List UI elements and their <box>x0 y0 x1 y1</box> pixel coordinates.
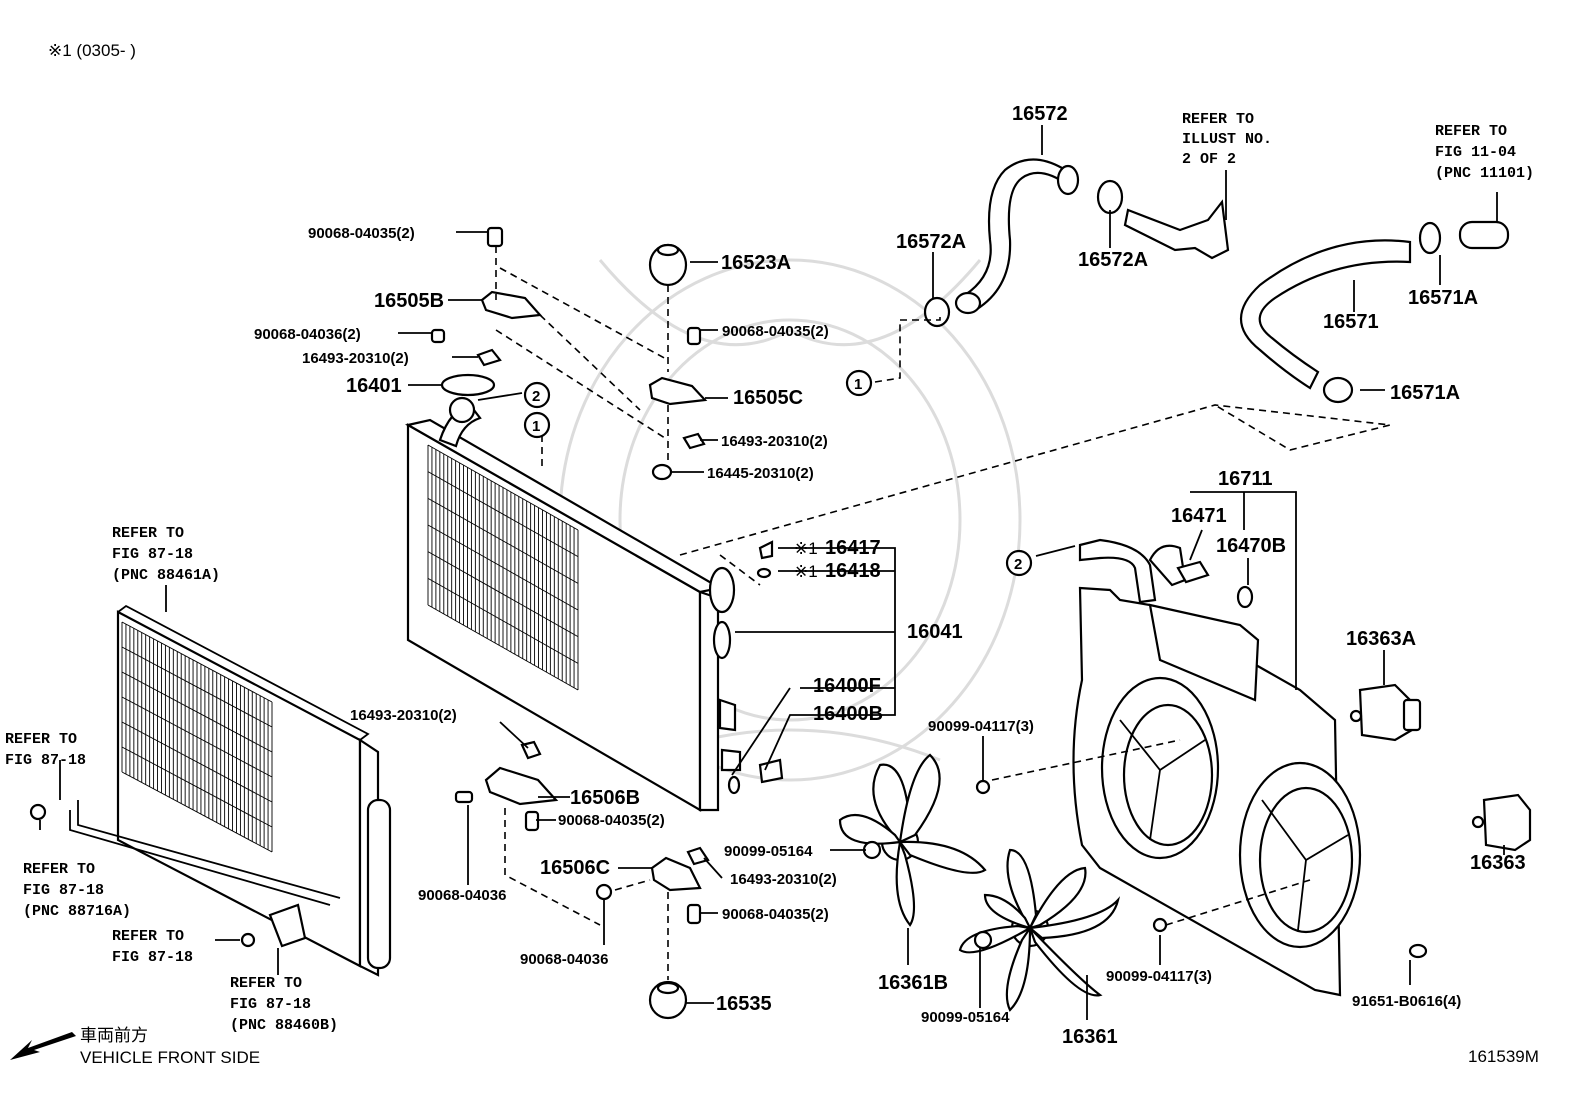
part-label-16505C: 16505C <box>733 387 803 409</box>
part-label-16363: 16363 <box>1470 852 1526 874</box>
part-label-16505B: 16505B <box>374 290 444 312</box>
figure-id: 161539M <box>1468 1047 1539 1066</box>
ref-illust-line1: REFER TO <box>1182 111 1254 128</box>
part-label-16572: 16572 <box>1012 103 1068 125</box>
callout-2-right: 2 <box>1014 556 1022 573</box>
part-label-16418: 16418 <box>825 560 881 582</box>
front-label-en: VEHICLE FRONT SIDE <box>80 1048 260 1067</box>
ref-88461A-line3: (PNC 88461A) <box>112 567 220 584</box>
part-label-16401: 16401 <box>346 375 402 397</box>
part-label-16417: 16417 <box>825 537 881 559</box>
part-label-16523A: 16523A <box>721 252 791 274</box>
mark-label-1b: ※1 <box>794 562 818 581</box>
bolt-label-90099-05164-a: 90099-05164 <box>724 843 813 860</box>
part-label-16506C: 16506C <box>540 857 610 879</box>
part-label-16041: 16041 <box>907 621 963 643</box>
ref-88460B-line3: (PNC 88460B) <box>230 1017 338 1034</box>
ref-8718-left-line2: FIG 87-18 <box>5 752 86 769</box>
hoses <box>923 158 1510 604</box>
clip-label-16493-20310-b: 16493-20310(2) <box>721 433 828 450</box>
part-label-16711: 16711 <box>1218 468 1273 490</box>
ref-88716A-line1: REFER TO <box>23 861 95 878</box>
ref-8718-mid-line2: FIG 87-18 <box>112 949 193 966</box>
bolt-label-91651-B0616: 91651-B0616(4) <box>1352 993 1461 1010</box>
fan-16361B <box>838 753 987 927</box>
watermark-logo <box>558 258 1022 782</box>
part-label-16572A-right: 16572A <box>1078 249 1148 271</box>
ref-88460B-line1: REFER TO <box>230 975 302 992</box>
part-label-16363A: 16363A <box>1346 628 1416 650</box>
small-fasteners <box>862 779 1168 950</box>
upper-brackets <box>430 226 708 481</box>
clip-label-16493-20310-d: 16493-20310(2) <box>730 871 837 888</box>
part-label-16361B: 16361B <box>878 972 948 994</box>
ref-fig1104-line2: FIG 11-04 <box>1435 144 1516 161</box>
ref-88461A-line1: REFER TO <box>112 525 184 542</box>
front-label-jp: 車両前方 <box>80 1026 148 1045</box>
ref-8718-mid-line1: REFER TO <box>112 928 184 945</box>
callout-2-top: 2 <box>532 388 540 405</box>
bolt-label-90099-05164-b: 90099-05164 <box>921 1009 1010 1026</box>
mark-label-1a: ※1 <box>794 539 818 558</box>
condenser <box>29 604 392 977</box>
part-label-16571A-top: 16571A <box>1408 287 1478 309</box>
bolt-label-90068-04036-2: 90068-04036(2) <box>254 326 361 343</box>
bolt-label-90068-04036-a: 90068-04036 <box>418 887 506 904</box>
ref-illust-line2: ILLUST NO. <box>1182 131 1272 148</box>
bolt-label-90068-04035-top: 90068-04035(2) <box>308 225 415 242</box>
bolt-label-90099-04117-b: 90099-04117(3) <box>1106 968 1212 985</box>
dashed-leaders <box>495 246 1391 980</box>
callout-circles <box>523 369 1033 577</box>
leader-lines <box>39 125 1505 1020</box>
part-label-16571: 16571 <box>1323 311 1379 333</box>
fan-16361 <box>958 848 1121 1012</box>
ref-fig1104-line1: REFER TO <box>1435 123 1507 140</box>
callout-1-left: 1 <box>532 418 540 435</box>
part-label-16470B: 16470B <box>1216 535 1286 557</box>
ref-88461A-line2: FIG 87-18 <box>112 546 193 563</box>
bolt-label-90068-04035-d: 90068-04035(2) <box>722 906 829 923</box>
vehicle-front-arrow-icon <box>10 1032 76 1060</box>
ref-fig1104-line3: (PNC 11101) <box>1435 165 1534 182</box>
clip-label-16493-20310-a: 16493-20310(2) <box>302 350 409 367</box>
part-label-16361: 16361 <box>1062 1026 1118 1048</box>
header-note: ※1 (0305- ) <box>48 41 136 60</box>
bolt-label-90068-04036-b: 90068-04036 <box>520 951 608 968</box>
bolt-label-90068-04035-mid: 90068-04035(2) <box>722 323 829 340</box>
part-label-16471: 16471 <box>1171 505 1227 527</box>
lower-brackets <box>454 740 710 1020</box>
ref-88716A-line2: FIG 87-18 <box>23 882 104 899</box>
ref-illust-line3: 2 OF 2 <box>1182 151 1236 168</box>
clip-label-16493-20310-c: 16493-20310(2) <box>350 707 457 724</box>
ref-8718-left-line1: REFER TO <box>5 731 77 748</box>
part-label-16572A-left: 16572A <box>896 231 966 253</box>
part-label-16506B: 16506B <box>570 787 640 809</box>
ref-88460B-line2: FIG 87-18 <box>230 996 311 1013</box>
part-label-16535: 16535 <box>716 993 772 1015</box>
ref-88716A-line3: (PNC 88716A) <box>23 903 131 920</box>
part-label-16400F: 16400F <box>813 675 881 697</box>
callout-1-right: 1 <box>854 376 862 393</box>
part-label-16400B: 16400B <box>813 703 883 725</box>
clip-label-16445-20310: 16445-20310(2) <box>707 465 814 482</box>
part-label-16571A-bottom: 16571A <box>1390 382 1460 404</box>
bolt-label-90099-04117-a: 90099-04117(3) <box>928 718 1034 735</box>
fan-motors <box>1349 683 1532 852</box>
bolt-label-90068-04035-c: 90068-04035(2) <box>558 812 665 829</box>
fan-shroud <box>1072 585 1428 997</box>
